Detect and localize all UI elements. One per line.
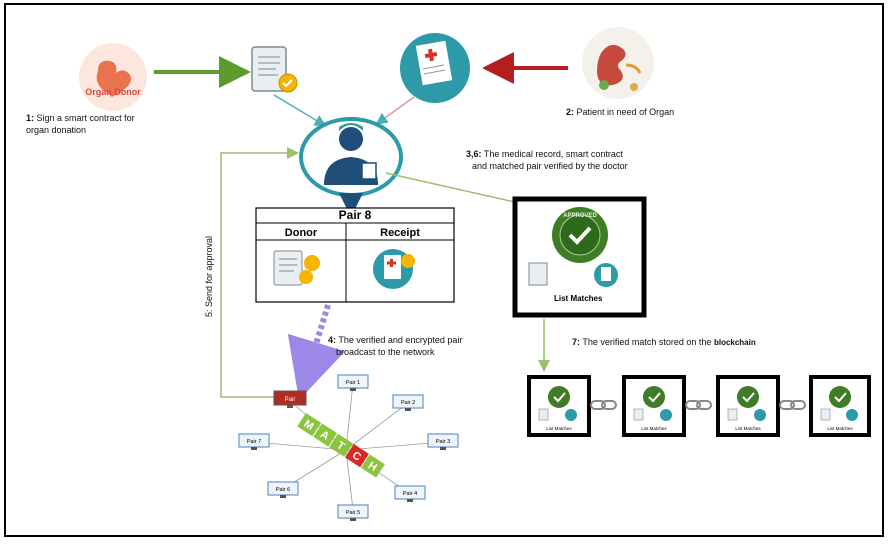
contract-to-doctor-arrow bbox=[273, 94, 327, 127]
record-to-doctor-arrow bbox=[375, 96, 415, 125]
chain-link-icon bbox=[590, 400, 617, 410]
doctor-to-approved-arrow bbox=[385, 172, 531, 209]
receipt-record-icon bbox=[373, 249, 415, 289]
pair-table-donor-header: Donor bbox=[285, 227, 318, 239]
block-caption: List Matches bbox=[735, 426, 761, 431]
chain-link-icon bbox=[779, 400, 806, 410]
pair-table: Pair 8 Donor Receipt bbox=[255, 207, 455, 303]
step4-label-line1: 4: The verified and encrypted pair bbox=[328, 335, 462, 345]
donor-contract-icon bbox=[273, 250, 320, 286]
approved-seal-text: APPROVED bbox=[563, 213, 597, 219]
svg-text:Pair 6: Pair 6 bbox=[276, 487, 290, 493]
approved-box-caption: List Matches bbox=[554, 294, 603, 303]
block-4: List Matches bbox=[809, 375, 871, 437]
workflow-diagram: Organ Donor 1: Sign a smart contract for… bbox=[26, 27, 871, 521]
medical-record-icon bbox=[400, 33, 470, 103]
svg-text:Pair: Pair bbox=[285, 397, 296, 403]
step36-label-line1: 3,6: The medical record, smart contract bbox=[466, 149, 623, 159]
network-node-pair5: Pair 5 bbox=[337, 504, 369, 521]
pair-table-title: Pair 8 bbox=[339, 208, 372, 222]
send-for-approval-arrow bbox=[220, 147, 299, 398]
block-caption: List Matches bbox=[641, 426, 667, 431]
doctor-icon bbox=[299, 117, 403, 217]
step4-label-line2: broadcast to the network bbox=[336, 347, 435, 357]
contract-document-icon bbox=[251, 46, 298, 93]
approved-seal-icon: APPROVED bbox=[552, 207, 608, 263]
match-band: M A T C H bbox=[297, 413, 385, 478]
block-caption: List Matches bbox=[827, 426, 853, 431]
svg-text:Pair 4: Pair 4 bbox=[403, 491, 417, 497]
network-node-pair7: Pair 7 bbox=[238, 433, 270, 450]
svg-text:Pair 3: Pair 3 bbox=[436, 439, 450, 445]
network-node-pair2: Pair 2 bbox=[392, 394, 424, 411]
block-caption: List Matches bbox=[546, 426, 572, 431]
step36-label-line2: and matched pair verified by the doctor bbox=[472, 161, 628, 171]
blockchain: List Matches List Matches List Matches bbox=[527, 375, 871, 437]
svg-text:Pair 5: Pair 5 bbox=[346, 510, 360, 516]
match-network: Pair Pair 1 Pair 2 Pair 3 Pair 4 Pair 5 bbox=[238, 374, 459, 521]
step1-label-line1: 1: Sign a smart contract for bbox=[26, 113, 135, 123]
step1-label-line2: organ donation bbox=[26, 125, 86, 135]
network-node-highlighted: Pair bbox=[273, 390, 307, 408]
kidney-icon bbox=[582, 27, 654, 99]
step5-label: 5: Send for approval bbox=[204, 236, 214, 317]
svg-text:Pair 2: Pair 2 bbox=[401, 400, 415, 406]
pair-to-network-arrow bbox=[287, 304, 346, 400]
network-node-pair4: Pair 4 bbox=[394, 485, 426, 502]
step7-label: 7: The verified match stored on the bloc… bbox=[572, 337, 756, 347]
block-3: List Matches bbox=[716, 375, 780, 437]
organ-donor-heart-icon: Organ Donor bbox=[79, 43, 147, 111]
organ-donor-logo-text: Organ Donor bbox=[85, 87, 141, 97]
diagram-frame: Organ Donor 1: Sign a smart contract for… bbox=[4, 3, 884, 537]
block-2: List Matches bbox=[622, 375, 686, 437]
approved-list-matches-box: APPROVED List Matches bbox=[512, 196, 647, 318]
network-node-pair3: Pair 3 bbox=[427, 433, 459, 450]
network-node-pair6: Pair 6 bbox=[267, 481, 299, 498]
pair-table-receipt-header: Receipt bbox=[380, 227, 420, 239]
chain-link-icon bbox=[685, 400, 712, 410]
block-1: List Matches bbox=[527, 375, 591, 437]
svg-text:Pair 1: Pair 1 bbox=[346, 380, 360, 386]
svg-text:Pair 7: Pair 7 bbox=[247, 439, 261, 445]
network-node-pair1: Pair 1 bbox=[337, 374, 369, 391]
step2-label: 2: Patient in need of Organ bbox=[566, 107, 674, 117]
